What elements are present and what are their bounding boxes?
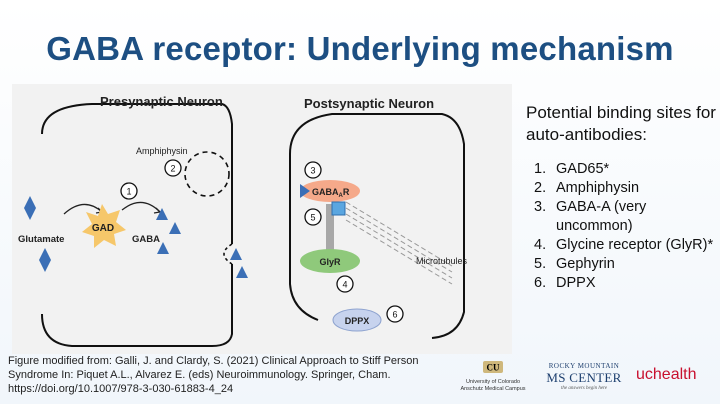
amphiphysin-label: Amphiphysin <box>136 146 188 156</box>
binding-sites-list: 1.GAD65* 2.Amphiphysin 3.GABA-A (very un… <box>534 160 714 293</box>
microtubule-line <box>345 213 453 279</box>
microtubule-line <box>345 219 453 285</box>
vesicle-dashed <box>184 151 230 197</box>
microtubules-label: Microtubules <box>416 256 468 266</box>
marker-3 <box>304 161 322 179</box>
postsynaptic-membrane-left <box>289 154 319 321</box>
dppx-protein <box>332 308 382 332</box>
gad-label: GAD <box>92 223 114 234</box>
marker-6 <box>386 305 404 323</box>
marker-4-label: 4 <box>342 280 347 290</box>
presynaptic-title: Presynaptic Neuron <box>100 94 223 109</box>
arrowhead <box>153 207 162 214</box>
microtubule-line <box>345 201 453 267</box>
list-item: 2.Amphiphysin <box>534 180 640 196</box>
glyr-label: GlyR <box>319 257 341 267</box>
gaba-molecule <box>230 248 242 260</box>
svg-text:CU: CU <box>487 363 500 373</box>
glutamate-molecule <box>39 248 51 272</box>
marker-3-label: 3 <box>310 166 315 176</box>
marker-6-label: 6 <box>392 310 397 320</box>
gaba-molecule <box>169 222 181 234</box>
gaba-bound <box>300 184 310 198</box>
glycine-receptor <box>300 249 360 273</box>
gaba-a-receptor <box>300 180 360 202</box>
rocky-mountain-ms-center-logo: ROCKY MOUNTAIN MS CENTER the answers beg… <box>546 362 622 391</box>
marker-4 <box>336 275 354 293</box>
microtubule-line <box>345 207 453 273</box>
cu-logo-icon: CU <box>483 361 503 373</box>
marker-5 <box>304 208 322 226</box>
list-item: 1.GAD65* <box>534 161 610 177</box>
list-item: 4.Glycine receptor (GlyR)* <box>534 237 714 253</box>
gad-enzyme <box>82 204 126 248</box>
figure-caption: Figure modified from: Galli, J. and Clar… <box>8 355 419 395</box>
gephyrin-column <box>326 204 334 256</box>
slide-title: GABA receptor: Underlying mechanism <box>46 30 674 67</box>
gaba-molecule <box>236 266 248 278</box>
glutamate-molecule <box>24 196 36 220</box>
gaba-a-receptor-label: GABAAR <box>312 187 350 199</box>
list-item: 3.GABA-A (very uncommon) <box>534 199 647 234</box>
gaba-label: GABA <box>132 234 160 245</box>
gaba-molecule <box>157 242 169 254</box>
gaba-molecule <box>156 208 168 220</box>
synapse-diagram-svg: Presynaptic Neuron Amphiphysin 2 1 Gluta… <box>18 94 468 347</box>
marker-2-label: 2 <box>170 164 175 174</box>
dppx-label: DPPX <box>345 316 370 326</box>
vesicle-fusion <box>223 243 233 265</box>
uchealth-logo: uchealth <box>636 366 697 383</box>
arrow-gad-to-gaba <box>121 201 161 213</box>
binding-sites-heading: Potential binding sites for auto-antibod… <box>526 103 716 144</box>
gephyrin-box <box>331 201 346 216</box>
cu-anschutz-logo: CU University of Colorado Anschutz Medic… <box>452 360 534 393</box>
postsynaptic-membrane <box>289 113 465 339</box>
marker-5-label: 5 <box>310 213 315 223</box>
marker-2 <box>164 159 182 177</box>
postsynaptic-title: Postsynaptic Neuron <box>304 96 434 111</box>
list-item: 6.DPPX <box>534 275 596 291</box>
marker-1-label: 1 <box>126 187 131 197</box>
marker-1 <box>120 182 138 200</box>
list-item: 5.Gephyrin <box>534 256 615 272</box>
presynaptic-membrane <box>41 103 233 347</box>
synapse-diagram: Presynaptic Neuron Amphiphysin 2 1 Gluta… <box>12 84 512 354</box>
glutamate-label: Glutamate <box>18 234 64 245</box>
